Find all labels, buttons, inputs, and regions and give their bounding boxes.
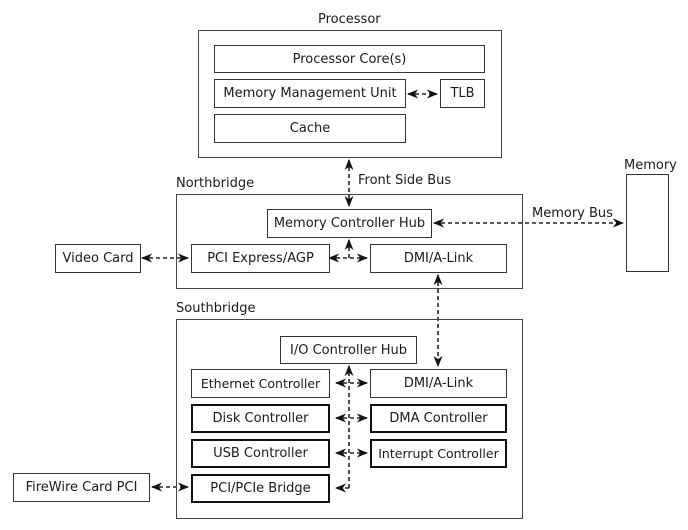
usb-controller-box: USB Controller: [191, 439, 330, 468]
front-side-bus-label: Front Side Bus: [358, 173, 452, 188]
memory-controller-hub-box: Memory Controller Hub: [267, 209, 432, 238]
pci-pcie-bridge-box: PCI/PCIe Bridge: [191, 474, 330, 503]
mmu-box: Memory Management Unit: [214, 79, 406, 108]
video-card-box: Video Card: [55, 244, 141, 273]
interrupt-controller-box: Interrupt Controller: [370, 439, 507, 468]
pci-express-agp-box: PCI Express/AGP: [191, 244, 330, 273]
memory-bus-label: Memory Bus: [532, 206, 613, 221]
io-controller-hub-box: I/O Controller Hub: [280, 336, 417, 364]
nb-dmi-a-link-box: DMI/A-Link: [370, 244, 507, 273]
dma-controller-box: DMA Controller: [370, 404, 507, 433]
cache-box: Cache: [214, 114, 406, 143]
disk-controller-box: Disk Controller: [191, 404, 330, 433]
northbridge-group: [176, 194, 523, 289]
southbridge-title: Southbridge: [176, 301, 256, 316]
processor-group: [198, 30, 502, 158]
sb-dmi-a-link-box: DMI/A-Link: [370, 369, 507, 398]
firewire-card-box: FireWire Card PCI: [13, 473, 150, 502]
northbridge-title: Northbridge: [176, 176, 255, 191]
tlb-box: TLB: [440, 79, 485, 108]
ethernet-controller-box: Ethernet Controller: [191, 369, 330, 398]
processor-core-box: Processor Core(s): [214, 45, 485, 73]
memory-title: Memory: [624, 158, 677, 173]
memory-box: [626, 174, 669, 272]
southbridge-group: [176, 319, 523, 519]
processor-title: Processor: [318, 12, 381, 27]
